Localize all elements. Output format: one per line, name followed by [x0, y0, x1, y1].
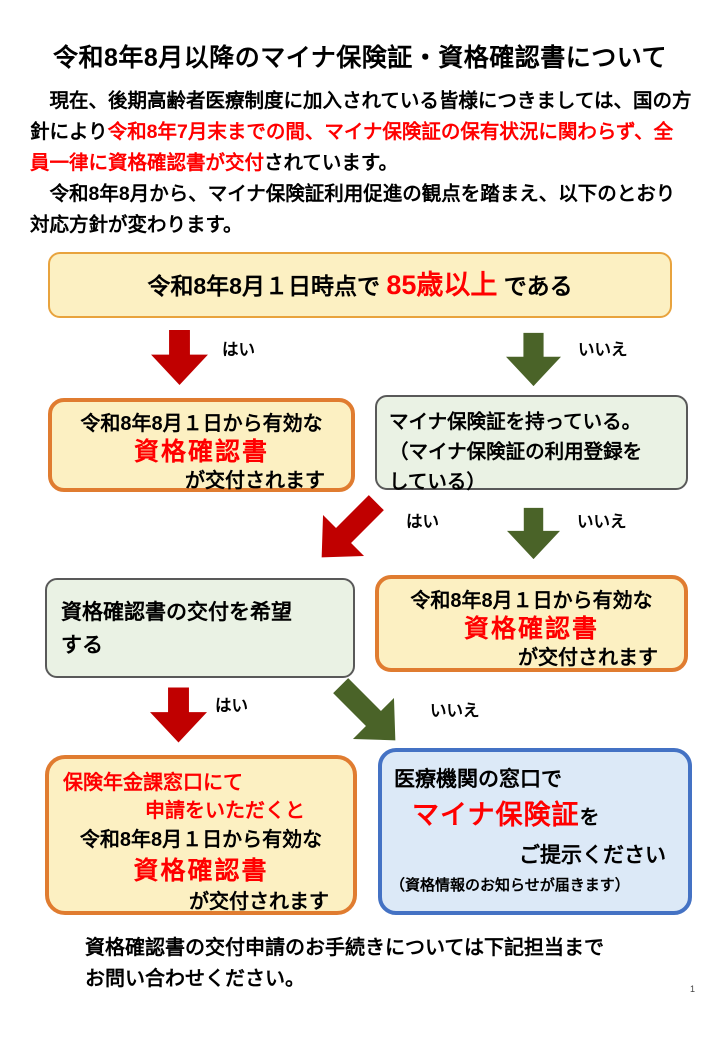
flow-box-wants-doc: 資格確認書の交付を希望 する — [45, 578, 355, 678]
present-line4: （資格情報のお知らせが届きます） — [390, 877, 630, 894]
has-card-text: マイナ保険証を持っている。 （マイナ保険証の利用登録を している） — [377, 397, 686, 507]
wants-doc-line1: 資格確認書の交付を希望 — [61, 601, 292, 624]
age-question-pre: 令和8年8月１日時点で — [147, 273, 387, 299]
intro-text: 現在、後期高齢者医療制度に加入されている皆様につきましては、国の方針により令和8… — [30, 86, 692, 241]
apply-line5: が交付されます — [189, 891, 329, 913]
arrow-down-red-yes-3-icon — [150, 685, 207, 745]
age-question-text: 令和8年8月１日時点で 85歳以上 である — [50, 254, 670, 316]
arrow-down-green-no-2-icon — [507, 505, 560, 562]
apply-line4: 資格確認書 — [133, 857, 269, 885]
label-no-3: いいえ — [430, 702, 480, 720]
flow-box-apply-window: 保険年金課窓口にて 申請をいただくと 令和8年8月１日から有効な 資格確認書 が… — [45, 755, 357, 915]
has-card-line3: している） — [389, 471, 486, 493]
apply-line2: 申請をいただくと — [145, 800, 305, 822]
label-no-1: いいえ — [578, 341, 628, 359]
label-no-2: いいえ — [577, 513, 627, 531]
footer-note: 資格確認書の交付申請のお手続きについては下記担当まで お問い合わせください。 — [85, 933, 665, 995]
intro-black-1: 現在、後期高齢者医療制度に加入されている皆様につきましては、国の方針により — [30, 90, 692, 143]
label-yes-2: はい — [406, 513, 439, 531]
age-question-post: である — [497, 273, 573, 299]
label-yes-3: はい — [215, 697, 248, 715]
present-line2: マイナ保険証を — [382, 796, 688, 839]
has-card-line2: （マイナ保険証の利用登録を — [389, 441, 643, 463]
page-number: 1 — [690, 984, 696, 994]
footer-line1: 資格確認書の交付申請のお手続きについては下記担当まで — [85, 937, 604, 959]
arrow-down-red-yes-1-icon — [151, 330, 208, 385]
flow-box-issued-right: 令和8年8月１日から有効な 資格確認書 が交付されます — [375, 575, 688, 672]
intro-paragraph-2: 令和8年8月から、マイナ保険証利用促進の観点を踏まえ、以下のとおり対応方針が変わ… — [30, 183, 676, 236]
apply-line1: 保険年金課窓口にて — [63, 772, 243, 794]
wants-doc-line2: する — [61, 634, 103, 657]
has-card-line1: マイナ保険証を持っている。 — [389, 411, 642, 433]
arrow-down-right-green-no-3-icon — [320, 665, 416, 761]
flow-box-present-card: 医療機関の窓口で マイナ保険証を ご提示ください （資格情報のお知らせが届きます… — [378, 748, 692, 915]
intro-red-highlight: 令和8年7月末までの間、マイナ保険証の保有状況に関わらず、全員一律に資格確認書が… — [30, 121, 674, 174]
arrow-down-left-red-yes-2-icon — [300, 481, 398, 579]
issued-right-line2: 資格確認書 — [463, 615, 599, 643]
arrow-glyph — [321, 495, 384, 558]
present-line2-red: マイナ保険証 — [412, 800, 580, 830]
arrow-glyph — [150, 687, 207, 743]
arrow-glyph — [506, 332, 561, 387]
intro-black-2: されています。 — [264, 152, 398, 174]
age-question-highlight: 85歳以上 — [386, 270, 498, 300]
issued-right-line3: が交付されます — [518, 647, 658, 669]
issued-right-line1: 令和8年8月１日から有効な — [410, 590, 653, 612]
wants-doc-text: 資格確認書の交付を希望 する — [47, 580, 353, 678]
present-line3: ご提示ください — [519, 844, 666, 867]
arrow-glyph — [151, 330, 208, 385]
arrow-glyph — [333, 678, 396, 741]
arrow-glyph — [507, 507, 560, 560]
arrow-down-green-no-1-icon — [506, 331, 561, 388]
present-line1: 医療機関の窓口で — [394, 768, 562, 791]
label-yes-1: はい — [222, 341, 255, 359]
issued-left-line1: 令和8年8月１日から有効な — [80, 413, 323, 435]
flow-box-issued-left: 令和8年8月１日から有効な 資格確認書 が交付されます — [48, 398, 355, 492]
page-title: 令和8年8月以降のマイナ保険証・資格確認書について — [52, 44, 668, 72]
apply-line3: 令和8年8月１日から有効な — [79, 829, 323, 851]
flow-box-has-card: マイナ保険証を持っている。 （マイナ保険証の利用登録を している） — [375, 395, 688, 493]
footer-line2: お問い合わせください。 — [85, 968, 305, 990]
present-line2-suffix: を — [579, 807, 600, 829]
issued-left-line3: が交付されます — [185, 470, 325, 492]
flow-box-age-question: 令和8年8月１日時点で 85歳以上 である — [48, 252, 672, 318]
issued-left-line2: 資格確認書 — [133, 438, 269, 466]
intro-paragraph-1: 現在、後期高齢者医療制度に加入されている皆様につきましては、国の方針により令和8… — [30, 86, 692, 179]
